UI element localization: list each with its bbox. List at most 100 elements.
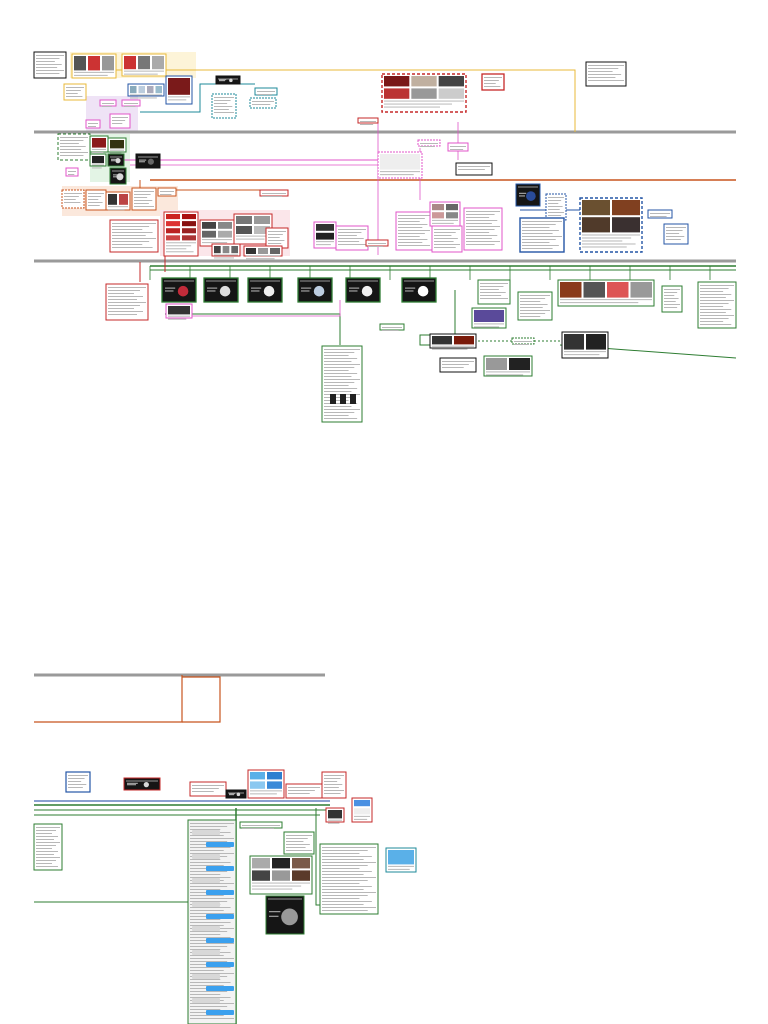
green-thumb-b xyxy=(107,137,127,154)
chat-bubble xyxy=(206,866,234,871)
chat-bubble xyxy=(192,830,220,835)
panel-visual xyxy=(177,285,189,297)
text-line xyxy=(398,245,430,246)
thumbnail xyxy=(272,870,290,881)
text-line xyxy=(664,298,679,299)
node-frame xyxy=(63,83,87,101)
text-line xyxy=(324,397,355,398)
text-line xyxy=(420,146,435,147)
text-line xyxy=(268,240,285,241)
text-line xyxy=(324,787,339,788)
thumbnail xyxy=(110,140,124,149)
text-line xyxy=(322,880,368,881)
text-line xyxy=(466,217,490,218)
blue-doc-small xyxy=(663,223,689,245)
text-line xyxy=(130,94,162,96)
text-line xyxy=(664,292,678,293)
teal-card-lower xyxy=(385,847,417,873)
pink-tag-f xyxy=(447,142,469,152)
pink-tag-a xyxy=(99,99,117,107)
text-line xyxy=(108,206,128,208)
thumbnail xyxy=(564,334,584,350)
text-line xyxy=(522,227,550,228)
text-line xyxy=(666,239,681,240)
pink-photos xyxy=(429,201,461,227)
avatar-card-1 xyxy=(429,333,477,350)
text-line xyxy=(36,55,64,56)
text-line xyxy=(484,80,499,81)
text-line xyxy=(520,316,541,317)
text-line xyxy=(36,67,58,68)
blue-doc-lower xyxy=(65,771,91,793)
text-line xyxy=(190,865,224,866)
red-photo-grid xyxy=(163,211,199,257)
text-line xyxy=(92,148,106,150)
text-line xyxy=(322,889,364,890)
thumbnail xyxy=(267,772,282,780)
panel-text xyxy=(301,287,312,289)
avatar-strip-left xyxy=(165,303,193,320)
text-line xyxy=(108,296,143,297)
text-line xyxy=(560,299,652,301)
red-doc-lower-c xyxy=(321,771,347,799)
text-line xyxy=(268,243,282,244)
panel-text xyxy=(139,159,147,161)
pink-tag-c xyxy=(85,119,101,129)
text-line xyxy=(112,247,153,248)
thumbnail xyxy=(231,246,238,254)
text-line xyxy=(480,283,508,284)
text-line xyxy=(190,922,231,923)
text-line xyxy=(190,898,234,899)
text-line xyxy=(36,64,62,65)
text-line xyxy=(112,235,146,236)
text-line xyxy=(466,220,498,221)
text-line xyxy=(68,171,76,172)
text-line xyxy=(108,293,134,294)
text-line xyxy=(522,233,553,234)
text-line xyxy=(36,851,58,852)
thumbnail xyxy=(138,56,150,70)
text-line xyxy=(324,400,349,401)
text-line xyxy=(74,74,108,76)
panel-visual xyxy=(263,285,275,297)
text-line xyxy=(190,889,221,890)
text-line xyxy=(398,224,428,225)
text-line xyxy=(466,241,500,242)
text-line xyxy=(214,100,231,101)
panel-text xyxy=(519,195,525,197)
text-line xyxy=(520,304,548,305)
text-line xyxy=(466,223,492,224)
panel-text xyxy=(349,287,360,289)
green-tag-lower xyxy=(239,821,283,829)
thumbnail xyxy=(166,235,180,241)
text-line xyxy=(166,248,187,250)
teal-note xyxy=(211,93,237,119)
text-line xyxy=(588,68,619,69)
thumbnail xyxy=(254,226,270,234)
text-line xyxy=(466,244,495,245)
text-line xyxy=(112,244,143,245)
text-line xyxy=(202,242,228,244)
thumbnail xyxy=(250,781,265,789)
text-line xyxy=(190,835,224,836)
panel-header xyxy=(138,156,158,158)
text-line xyxy=(338,235,357,236)
text-line xyxy=(134,197,148,198)
thumbnail xyxy=(130,86,137,94)
text-line xyxy=(486,371,530,373)
text-line xyxy=(338,232,362,233)
thumbnail xyxy=(252,870,270,881)
orange-media-c xyxy=(105,191,131,211)
text-line xyxy=(108,209,125,211)
text-line xyxy=(190,937,231,938)
text-line xyxy=(190,838,234,839)
text-line xyxy=(324,793,341,794)
text-line xyxy=(548,215,562,216)
text-line xyxy=(190,958,234,959)
dark-screen-left xyxy=(135,153,161,169)
thumbnail xyxy=(246,248,256,254)
text-line xyxy=(36,863,52,864)
text-line xyxy=(466,211,500,212)
thumbnail xyxy=(102,56,114,71)
